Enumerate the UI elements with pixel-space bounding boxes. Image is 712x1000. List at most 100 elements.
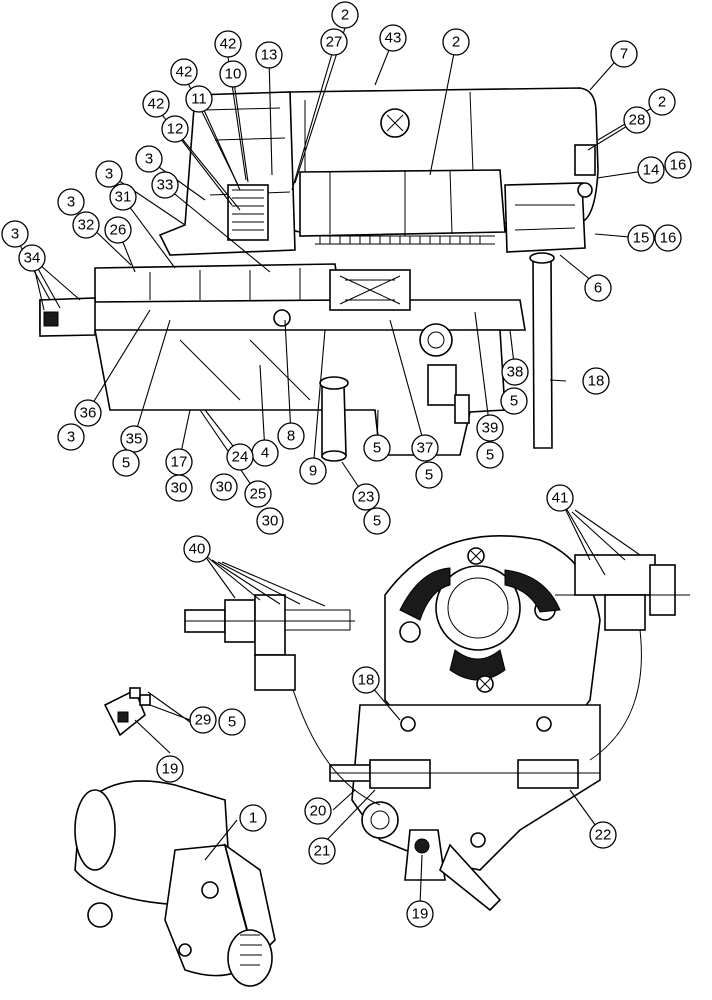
svg-text:5: 5 — [486, 447, 494, 464]
svg-text:5: 5 — [510, 393, 518, 410]
housing-screw-icon — [380, 108, 410, 138]
starter-cutaway-drawing — [39, 87, 599, 462]
callout-31: 31 — [109, 183, 137, 211]
svg-text:23: 23 — [358, 489, 375, 506]
callout-16-a: 16 — [664, 151, 692, 179]
callout-20: 20 — [304, 797, 332, 825]
callout-29: 29 — [189, 706, 217, 734]
callout-7: 7 — [610, 40, 638, 68]
svg-text:30: 30 — [262, 513, 279, 530]
callout-5-a: 5 — [500, 387, 528, 415]
svg-text:4: 4 — [261, 445, 269, 462]
svg-text:18: 18 — [358, 672, 375, 689]
callout-18-top: 18 — [582, 367, 610, 395]
svg-text:9: 9 — [309, 463, 317, 480]
callout-27: 27 — [320, 28, 348, 56]
svg-text:34: 34 — [24, 250, 41, 267]
svg-text:41: 41 — [552, 490, 569, 507]
callout-36: 36 — [74, 399, 102, 427]
callout-8: 8 — [277, 422, 305, 450]
starter-end-view-drawing — [289, 534, 642, 912]
callout-3-f: 5 — [112, 449, 140, 477]
callout-38: 38 — [501, 358, 529, 386]
callout-19-a: 19 — [156, 755, 184, 783]
svg-text:8: 8 — [287, 428, 295, 445]
callout-43: 43 — [379, 24, 407, 52]
svg-text:16: 16 — [660, 230, 677, 247]
svg-text:5: 5 — [228, 714, 236, 731]
svg-text:43: 43 — [385, 30, 402, 47]
callout-10: 10 — [219, 60, 247, 88]
connector-29-drawing — [103, 687, 151, 737]
callout-19-b: 19 — [406, 900, 434, 928]
callout-2-b: 2 — [442, 28, 470, 56]
callout-12: 12 — [161, 115, 189, 143]
svg-text:17: 17 — [171, 454, 188, 471]
svg-text:3: 3 — [105, 166, 113, 183]
detail-41-drawing — [555, 554, 690, 631]
callout-5-f: 5 — [218, 708, 246, 736]
callout-35: 35 — [120, 425, 148, 453]
svg-text:28: 28 — [629, 112, 646, 129]
svg-text:25: 25 — [250, 486, 267, 503]
callout-3-c: 3 — [57, 188, 85, 216]
svg-text:32: 32 — [78, 217, 95, 234]
svg-text:12: 12 — [167, 121, 184, 138]
svg-text:3: 3 — [145, 151, 153, 168]
svg-text:6: 6 — [594, 280, 602, 297]
callout-32: 32 — [72, 211, 100, 239]
svg-text:3: 3 — [67, 429, 75, 446]
callout-16-b: 16 — [654, 224, 682, 252]
svg-text:27: 27 — [326, 34, 343, 51]
svg-text:2: 2 — [341, 7, 349, 24]
callout-28: 28 — [623, 106, 651, 134]
svg-text:42: 42 — [148, 96, 165, 113]
svg-text:14: 14 — [643, 162, 660, 179]
svg-text:18: 18 — [588, 373, 605, 390]
svg-text:42: 42 — [176, 64, 193, 81]
svg-text:26: 26 — [110, 222, 127, 239]
callout-40: 40 — [183, 535, 211, 563]
svg-text:19: 19 — [162, 761, 179, 778]
callout-37: 37 — [411, 434, 439, 462]
lower-leader-lines — [134, 497, 641, 906]
svg-text:16: 16 — [670, 157, 687, 174]
callout-5-c: 5 — [363, 434, 391, 462]
detail-40-drawing — [184, 594, 355, 691]
svg-text:7: 7 — [620, 46, 628, 63]
callout-21: 21 — [308, 837, 336, 865]
callout-4: 4 — [251, 439, 279, 467]
svg-text:40: 40 — [189, 541, 206, 558]
starter-motor-overview-drawing — [74, 780, 276, 987]
svg-text:15: 15 — [633, 230, 650, 247]
callout-bubbles: 2 27 42 10 13 43 2 7 42 11 2 28 42 12 3 … — [1, 1, 692, 928]
callout-5-e: 5 — [363, 507, 391, 535]
svg-text:2: 2 — [452, 34, 460, 51]
svg-text:37: 37 — [417, 440, 434, 457]
callout-3-e: 3 — [57, 423, 85, 451]
svg-text:39: 39 — [482, 420, 499, 437]
end-view-screw-2-icon — [476, 675, 494, 693]
callout-14: 14 — [637, 156, 665, 184]
callout-39: 39 — [476, 414, 504, 442]
callout-33: 33 — [151, 171, 179, 199]
svg-text:29: 29 — [195, 712, 212, 729]
svg-text:21: 21 — [314, 843, 331, 860]
svg-text:30: 30 — [216, 479, 233, 496]
callout-5-d: 5 — [415, 461, 443, 489]
callout-25: 25 — [244, 480, 272, 508]
callout-15: 15 — [627, 224, 655, 252]
callout-41: 41 — [546, 484, 574, 512]
callout-30-b: 30 — [210, 473, 238, 501]
callout-1: 1 — [239, 804, 267, 832]
callout-6: 6 — [584, 274, 612, 302]
svg-text:35: 35 — [126, 431, 143, 448]
svg-text:5: 5 — [122, 455, 130, 472]
callout-42-a: 42 — [214, 30, 242, 58]
svg-text:30: 30 — [171, 480, 188, 497]
svg-text:3: 3 — [11, 226, 19, 243]
svg-text:33: 33 — [157, 177, 174, 194]
callout-2-top: 2 — [331, 1, 359, 29]
callout-3-a: 3 — [135, 145, 163, 173]
